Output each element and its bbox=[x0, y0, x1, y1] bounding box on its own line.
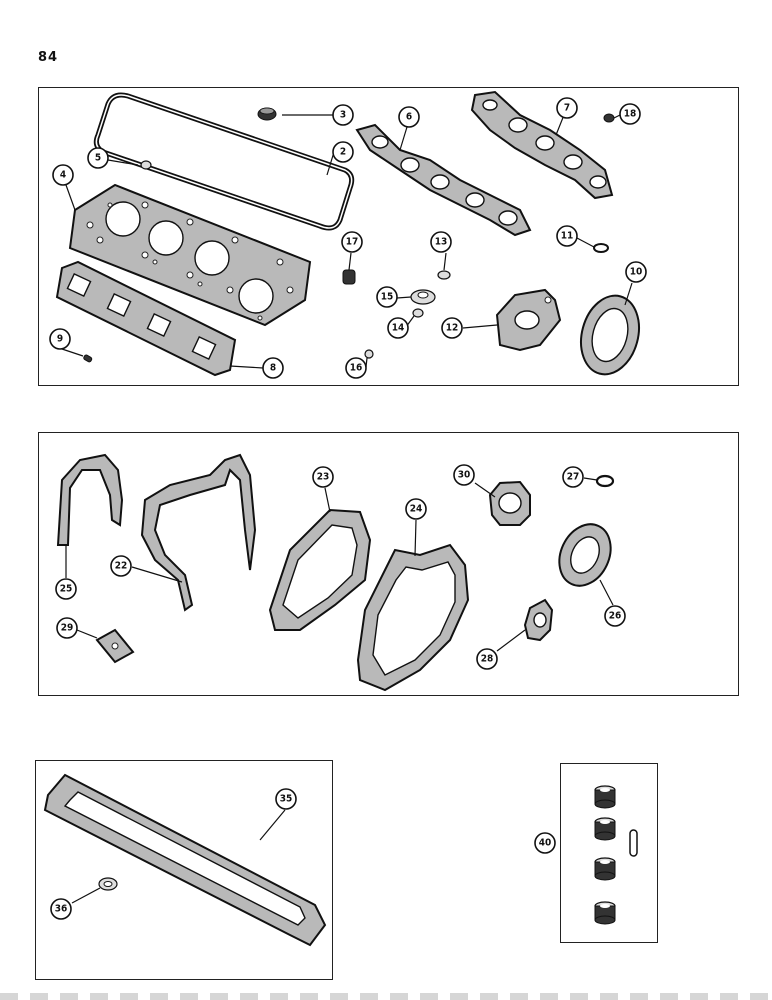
ring-gasket-26 bbox=[558, 523, 612, 587]
leader-lines bbox=[61, 109, 633, 904]
svg-text:9: 9 bbox=[57, 334, 63, 345]
callout-7: 7 bbox=[556, 97, 578, 119]
valve-stem-seals-40 bbox=[594, 785, 638, 925]
callout-25: 25 bbox=[55, 578, 77, 600]
svg-text:13: 13 bbox=[435, 237, 448, 248]
small-nut-part bbox=[140, 160, 152, 170]
callout-18: 18 bbox=[619, 103, 641, 125]
page-number: 84 bbox=[38, 50, 59, 65]
callout-35: 35 bbox=[275, 788, 297, 810]
svg-text:17: 17 bbox=[346, 237, 359, 248]
svg-text:26: 26 bbox=[609, 611, 622, 622]
callout-36: 36 bbox=[50, 898, 72, 920]
callout-15: 15 bbox=[376, 286, 398, 308]
callouts: 2 3 4 5 6 7 8 9 10 11 12 13 14 15 16 17 … bbox=[49, 97, 647, 920]
svg-text:23: 23 bbox=[317, 472, 330, 483]
svg-text:5: 5 bbox=[95, 153, 101, 164]
callout-26: 26 bbox=[604, 605, 626, 627]
ring-gasket-10 bbox=[580, 294, 640, 376]
intake-manifold-gasket bbox=[470, 90, 614, 200]
callout-16: 16 bbox=[345, 357, 367, 379]
head-gasket bbox=[68, 183, 312, 327]
callout-11: 11 bbox=[556, 225, 578, 247]
svg-text:15: 15 bbox=[381, 292, 394, 303]
svg-text:2: 2 bbox=[340, 147, 346, 158]
svg-text:16: 16 bbox=[350, 363, 363, 374]
callout-5: 5 bbox=[87, 147, 109, 169]
gasket-28 bbox=[523, 598, 554, 642]
callout-24: 24 bbox=[405, 498, 427, 520]
valve-cover-gasket bbox=[93, 92, 355, 231]
nut-18 bbox=[603, 113, 615, 123]
svg-text:22: 22 bbox=[115, 561, 128, 572]
callout-4: 4 bbox=[52, 164, 74, 186]
seal-14 bbox=[412, 308, 424, 318]
callout-40: 40 bbox=[534, 832, 556, 854]
svg-text:4: 4 bbox=[60, 170, 66, 181]
callout-29: 29 bbox=[56, 617, 78, 639]
seal-17 bbox=[342, 269, 356, 285]
svg-text:6: 6 bbox=[406, 112, 412, 123]
svg-text:3: 3 bbox=[340, 110, 346, 121]
svg-text:40: 40 bbox=[539, 838, 552, 849]
svg-text:35: 35 bbox=[280, 794, 293, 805]
svg-text:29: 29 bbox=[61, 623, 74, 634]
manifold-port-gasket bbox=[55, 260, 237, 377]
oil-pan-gasket-35 bbox=[43, 773, 327, 947]
cover-gasket-23 bbox=[268, 508, 372, 631]
callout-10: 10 bbox=[625, 261, 647, 283]
callout-17: 17 bbox=[341, 231, 363, 253]
seal-16 bbox=[364, 349, 374, 359]
callout-30: 30 bbox=[453, 464, 475, 486]
svg-text:10: 10 bbox=[630, 267, 643, 278]
washer-13 bbox=[437, 270, 451, 280]
water-pump-gasket bbox=[495, 288, 562, 352]
callout-12: 12 bbox=[441, 317, 463, 339]
timing-cover-gasket-25 bbox=[56, 453, 124, 546]
svg-text:12: 12 bbox=[446, 323, 459, 334]
svg-text:25: 25 bbox=[60, 584, 73, 595]
svg-text:36: 36 bbox=[55, 904, 68, 915]
gasket-29 bbox=[95, 628, 135, 664]
callout-14: 14 bbox=[387, 317, 409, 339]
callout-3: 3 bbox=[332, 104, 354, 126]
svg-text:24: 24 bbox=[410, 504, 423, 515]
svg-text:14: 14 bbox=[392, 323, 405, 334]
grommet-15 bbox=[410, 289, 436, 305]
callout-2: 2 bbox=[332, 141, 354, 163]
svg-text:11: 11 bbox=[561, 231, 574, 242]
small-plug-part bbox=[83, 354, 93, 363]
front-cover-gasket-22 bbox=[140, 453, 257, 612]
callout-28: 28 bbox=[476, 648, 498, 670]
o-ring-11 bbox=[593, 243, 609, 253]
grommet-part bbox=[257, 107, 277, 121]
callout-27: 27 bbox=[562, 466, 584, 488]
o-ring-27 bbox=[595, 474, 615, 488]
callout-23: 23 bbox=[312, 466, 334, 488]
callout-8: 8 bbox=[262, 357, 284, 379]
svg-text:30: 30 bbox=[458, 470, 471, 481]
svg-text:18: 18 bbox=[624, 109, 637, 120]
callout-6: 6 bbox=[398, 106, 420, 128]
callout-9: 9 bbox=[49, 328, 71, 350]
svg-text:7: 7 bbox=[564, 103, 570, 114]
svg-text:8: 8 bbox=[270, 363, 276, 374]
callout-22: 22 bbox=[110, 555, 132, 577]
cover-gasket-24 bbox=[356, 543, 470, 692]
washer-36 bbox=[98, 877, 118, 891]
callout-13: 13 bbox=[430, 231, 452, 253]
svg-text:28: 28 bbox=[481, 654, 494, 665]
exhaust-manifold-gasket bbox=[355, 123, 532, 237]
svg-text:27: 27 bbox=[567, 472, 580, 483]
scan-artifact-strip bbox=[0, 993, 772, 1000]
gasket-30 bbox=[488, 480, 531, 526]
